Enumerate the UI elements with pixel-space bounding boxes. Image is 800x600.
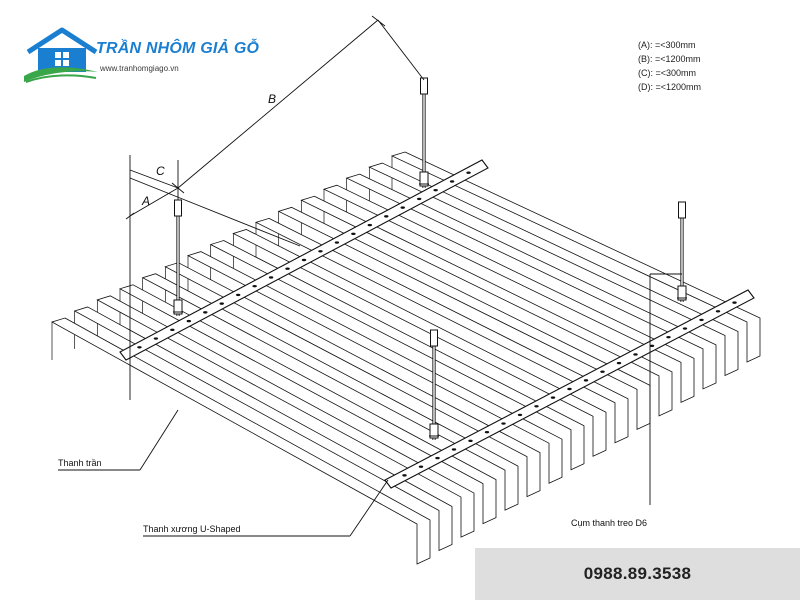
dimension-extension	[184, 199, 301, 247]
rail-hole	[732, 301, 737, 304]
rail-hole	[517, 413, 523, 417]
rail-hole	[600, 370, 605, 373]
legend-a: (A): =<300mm	[638, 40, 696, 50]
rail-hole	[550, 396, 556, 399]
rail-hole	[418, 465, 424, 468]
dimension-group	[58, 15, 682, 537]
rail-hole	[649, 344, 655, 348]
rail-hole	[416, 197, 422, 201]
hanger-group	[173, 77, 687, 440]
rail-hole	[153, 337, 159, 340]
slat-group	[50, 151, 761, 565]
rail-hole	[219, 302, 224, 305]
rail-hole	[351, 232, 356, 236]
ceiling-slat	[345, 173, 717, 390]
rail-hole	[682, 327, 688, 330]
dimension-extension	[129, 177, 186, 201]
legend-b: (B): =<1200mm	[638, 54, 701, 64]
rail-hole	[699, 318, 704, 322]
dimension-legend: (A): =<300mm (B): =<1200mm (C): =<300mm …	[638, 38, 701, 94]
rail-hole	[252, 284, 257, 288]
rail-hole	[616, 361, 622, 365]
dimension-a-line	[129, 187, 179, 217]
brand-name: TRẦN NHÔM GIẢ GỖ	[96, 40, 260, 57]
rail-hole	[137, 346, 142, 349]
hanger-top-clip	[678, 201, 686, 219]
hanger-adjuster	[173, 299, 183, 315]
hanger-top-clip	[430, 329, 438, 347]
rail-hole	[633, 353, 638, 356]
label-thanh-tran: Thanh trần	[58, 458, 102, 468]
rail-hole	[170, 328, 175, 332]
hanger-adjuster	[429, 423, 439, 439]
rail-hole	[715, 310, 721, 313]
hanger-adjuster	[677, 285, 687, 301]
rail-hole	[318, 250, 323, 253]
hanger-top-clip	[420, 77, 428, 95]
ceiling-slat	[141, 273, 519, 511]
leader-thanh-tran	[139, 409, 179, 471]
rail-hole	[583, 379, 589, 382]
hanger-top-clip	[174, 199, 182, 217]
label-thanh-xuong: Thanh xương U-Shaped	[143, 524, 241, 534]
rail-hole	[433, 188, 438, 192]
ceiling-slat	[73, 306, 453, 552]
brand-url: www.tranhomgiago.vn	[100, 64, 179, 73]
ceiling-slat	[209, 240, 585, 471]
legend-d: (D): =<1200mm	[638, 82, 702, 92]
rail-group	[119, 159, 755, 489]
phone-number[interactable]: 0988.89.3538	[583, 564, 692, 583]
dimension-b-line	[177, 19, 379, 189]
dimension-b-extension	[377, 19, 425, 81]
rail-hole	[451, 448, 457, 451]
rail-hole	[186, 319, 192, 323]
rail-hole	[402, 474, 407, 477]
rail-hole	[449, 180, 455, 183]
phone-banner[interactable]: 0988.89.3538	[475, 548, 800, 600]
label-cum-thanh-treo: Cụm thanh treo D6	[571, 518, 648, 528]
dimension-a-label: A	[142, 194, 151, 208]
rail-hole	[534, 405, 539, 408]
rail-hole	[384, 215, 389, 218]
rail-hole	[400, 206, 405, 209]
rail-hole	[367, 223, 373, 227]
dimension-c-line	[129, 169, 179, 189]
hanger-adjuster	[419, 171, 429, 187]
rail-hole	[501, 422, 506, 425]
dimension-b-label: B	[268, 92, 277, 106]
rail-hole	[466, 171, 471, 174]
rail-hole	[567, 387, 572, 391]
dimension-c-label: C	[156, 164, 165, 178]
rail-hole	[235, 293, 241, 297]
dimension-a-tick	[125, 212, 135, 220]
rail-hole	[285, 267, 290, 270]
leader-thanh-xuong	[349, 479, 389, 537]
rail-hole	[435, 456, 440, 460]
rail-hole	[334, 241, 340, 244]
rail-hole	[301, 258, 307, 262]
house-logo-icon	[24, 27, 98, 83]
rail-hole	[468, 439, 473, 443]
legend-c: (C): =<300mm	[638, 68, 697, 78]
rail-hole	[484, 430, 490, 434]
rail-hole	[203, 311, 208, 314]
rail-hole	[666, 335, 671, 339]
rail-hole	[268, 276, 274, 279]
